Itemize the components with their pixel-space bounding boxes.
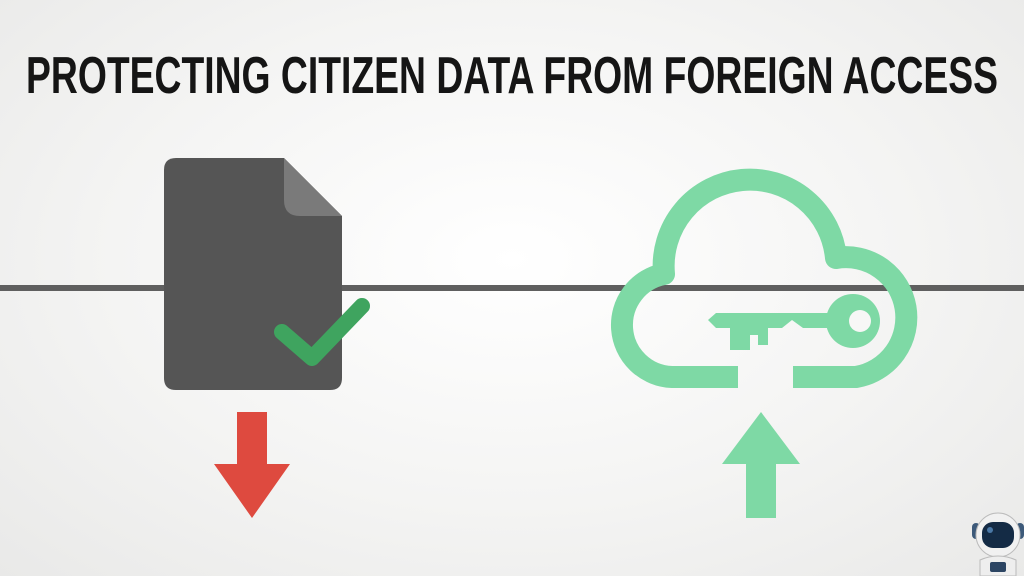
divider-line [0,285,1024,291]
cloud-key-icon [610,168,918,388]
arrow-up-icon [722,412,800,518]
key-icon [708,294,880,350]
document-check-icon [164,158,370,390]
astronaut-robot-icon [972,512,1024,576]
checkmark-icon [274,298,370,366]
arrow-down-icon [214,412,290,518]
page-title: PROTECTING CITIZEN DATA FROM FOREIGN ACC… [26,47,998,105]
